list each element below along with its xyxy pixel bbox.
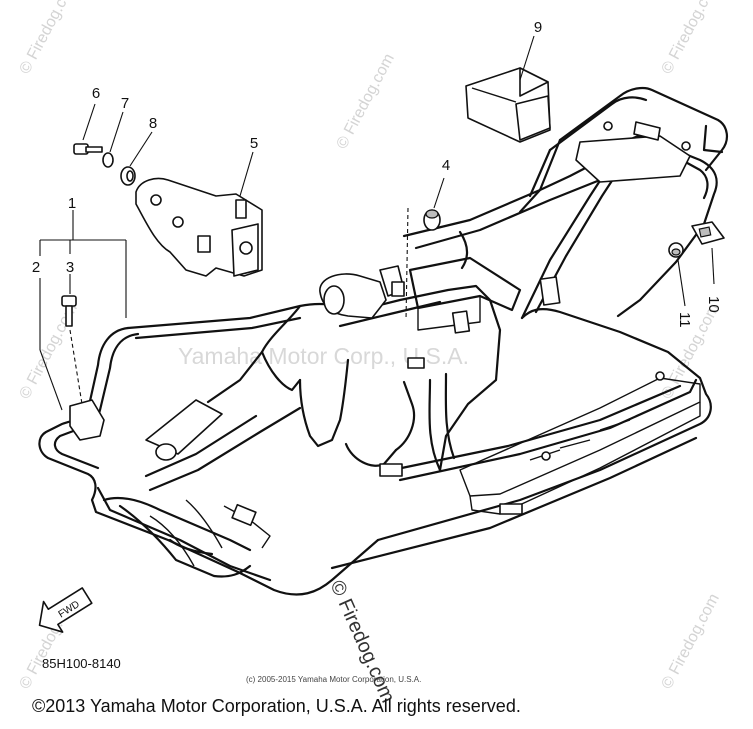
watermark-tile: © Firedog.com bbox=[659, 0, 723, 77]
callout-11: 11 bbox=[676, 312, 693, 328]
leader-lines bbox=[39, 35, 715, 411]
watermark-center: Yamaha Motor Corp., U.S.A. bbox=[178, 343, 469, 369]
watermark-tile: © Firedog.com bbox=[334, 51, 398, 152]
small-copyright: (c) 2005-2015 Yamaha Motor Corporation, … bbox=[246, 675, 421, 684]
part-7-washer[interactable] bbox=[102, 152, 114, 168]
part-10-clip[interactable] bbox=[691, 221, 725, 245]
callout-3: 3 bbox=[66, 259, 74, 276]
callout-4: 4 bbox=[442, 157, 450, 174]
callout-5: 5 bbox=[250, 135, 258, 152]
watermark-tile: © Firedog.com bbox=[17, 0, 81, 77]
part-4-grommet[interactable] bbox=[423, 209, 441, 231]
callout-7: 7 bbox=[121, 95, 129, 112]
part-9-seat[interactable] bbox=[465, 67, 551, 143]
copyright-line: ©2013 Yamaha Motor Corporation, U.S.A. A… bbox=[32, 696, 521, 716]
callout-2: 2 bbox=[32, 259, 40, 276]
part-11-nut[interactable] bbox=[668, 242, 684, 258]
callout-8: 8 bbox=[149, 115, 157, 132]
watermark-right: © Firedog.com bbox=[325, 577, 399, 706]
callout-1: 1 bbox=[68, 195, 76, 212]
callout-9: 9 bbox=[534, 19, 542, 36]
reference-code: 85H100-8140 bbox=[42, 656, 121, 671]
part-3-bolt[interactable] bbox=[61, 295, 77, 327]
frame-details bbox=[69, 121, 691, 527]
callout-6: 6 bbox=[92, 85, 100, 102]
watermark-tile: © Firedog.com bbox=[659, 591, 723, 692]
part-5-bracket[interactable] bbox=[135, 177, 263, 277]
part-8-collar[interactable] bbox=[120, 166, 136, 186]
callouts: 1 2 3 4 5 6 7 8 9 10 11 bbox=[32, 19, 722, 328]
callout-10: 10 bbox=[705, 296, 722, 313]
part-6-bolt[interactable] bbox=[73, 143, 103, 155]
